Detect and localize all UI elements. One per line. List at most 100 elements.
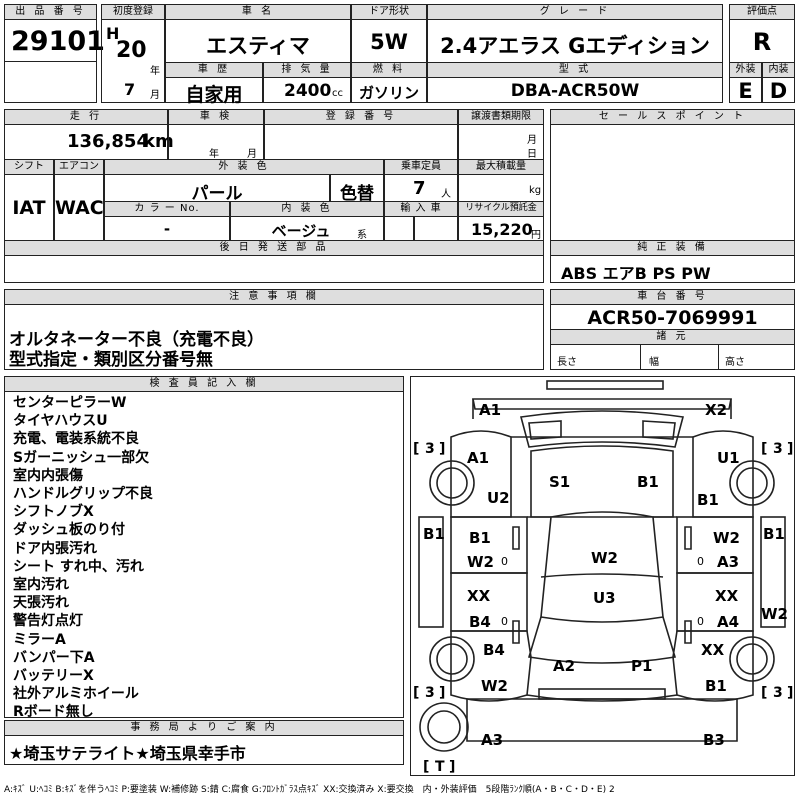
score-cell: R [729, 19, 795, 63]
tire-mark-fr: 3 [773, 441, 783, 457]
score-value: R [752, 28, 772, 56]
inspector-note-line: シフトノブX [13, 504, 94, 521]
recycle-label: リサイクル預託金 [458, 201, 544, 217]
lot-no-value: 29101 [11, 26, 105, 57]
caution-line-2: 型式指定・類別区分番号無 [9, 350, 213, 370]
grade-value: 2.4アエラス Gエディション [440, 34, 710, 58]
hood-panel [530, 445, 674, 518]
dims-height: 高さ [725, 357, 745, 368]
fuel-cell: ガソリン [351, 77, 427, 103]
interior-color-value: ベージュ [271, 222, 331, 240]
model-code-cell: DBA-ACR50W [427, 77, 723, 103]
mark-door2-left-a: XX [467, 587, 491, 605]
door-value: 5W [370, 30, 408, 54]
svg-text:]: ] [439, 685, 445, 701]
deadline-day-unit: 日 [527, 149, 537, 160]
left-rear-panel [450, 630, 532, 702]
interior-grade-value: D [769, 79, 788, 103]
inspector-note-line: ハンドルグリップ不良 [13, 486, 153, 502]
windshield-shape [519, 410, 685, 448]
lot-no-label: 出 品 番 号 [4, 4, 97, 20]
shift-label: シフト [4, 159, 54, 175]
color-code-cell: - [104, 216, 230, 241]
tire-mark-rl: 3 [425, 685, 435, 701]
inspector-note-line: 警告灯点灯 [13, 613, 83, 630]
caution-label: 注 意 事 項 欄 [4, 289, 544, 305]
inspection-year-unit: 年 [209, 149, 219, 160]
inspector-note-line: ドア内張汚れ [13, 540, 97, 557]
exterior-color-label: 外 装 色 [104, 159, 384, 175]
tire-mark-spare: T [435, 759, 445, 775]
max-load-unit: kg [529, 185, 542, 196]
color-change-cell: 色替 [330, 174, 384, 204]
color-code-label: カ ラ ー No. [104, 201, 230, 217]
history-value: 自家用 [185, 84, 243, 106]
max-load-label: 最大積載量 [458, 159, 544, 175]
inspection-cell: 年 月 [168, 124, 264, 160]
mark-front-right: X2 [705, 401, 727, 419]
recycle-value: 15,220 [471, 220, 533, 239]
door-label: ドア形状 [351, 4, 427, 20]
car-name-label: 車 名 [165, 4, 351, 20]
left-front-panel [450, 430, 512, 518]
deadline-month-unit: 月 [527, 135, 537, 146]
mark-fender-right: U1 [717, 449, 740, 467]
mark-fender-left: A1 [467, 449, 489, 467]
model-code-value: DBA-ACR50W [510, 81, 640, 101]
delivery-cell [4, 255, 544, 283]
equipment-cell: ABS エアB PS PW [550, 255, 795, 283]
displacement-unit: cc [332, 88, 343, 99]
recycle-unit: 円 [531, 230, 541, 241]
inspector-note-line: 室内汚れ [13, 577, 69, 593]
tire-mark-fl: 3 [425, 441, 435, 457]
tire-mark-fl-open: [ [413, 441, 419, 457]
inspector-note-line: タイヤハウスU [13, 413, 108, 430]
max-load-cell: kg [458, 174, 544, 202]
office-text: ★埼玉サテライト★埼玉県幸手市 [9, 744, 246, 763]
mark-front-left: A1 [479, 401, 501, 419]
mark-center: U3 [593, 589, 616, 607]
mark-hood: S1 [549, 473, 570, 491]
mark-rear-right-b: B1 [705, 677, 727, 695]
mileage-unit: km [143, 131, 174, 152]
legend-text: A:ｷｽﾞ U:ﾍｺﾐ B:ｷｽﾞを伴うﾍｺﾐ P:要塗装 W:補修跡 S:錆 … [4, 785, 615, 795]
displacement-value: 2400 [284, 81, 332, 101]
mark-rear-corner-left: A3 [481, 731, 503, 749]
mark-door1-right-a: W2 [713, 529, 740, 547]
sales-point-label: セ ー ル ス ポ イ ン ト [550, 109, 795, 125]
mark-pillar-left: U2 [487, 489, 510, 507]
rear-bumper-shape [538, 688, 666, 700]
aircon-label: エアコン [54, 159, 104, 175]
import-cell-a [384, 216, 414, 241]
inspector-note-line: 充電、電装系統不良 [13, 431, 139, 448]
office-label: 事 務 局 よ り ご 案 内 [4, 720, 404, 736]
color-code-value: - [163, 220, 171, 238]
deadline-label: 譲渡書類期限 [458, 109, 544, 125]
svg-text:]: ] [439, 441, 445, 457]
svg-text:[: [ [413, 685, 419, 701]
grade-label: グ レ ー ド [427, 4, 723, 20]
caution-line-1: オルタネーター不良（充電不良） [9, 330, 264, 350]
mark-pillar-right: B1 [697, 491, 719, 509]
inspection-month-unit: 月 [247, 149, 257, 160]
inspector-note-line: 天張汚れ [13, 595, 69, 612]
capacity-cell: 7 人 [384, 174, 458, 202]
tire-mark-rr: 3 [773, 685, 783, 701]
mark-mirror-left-2: 0 [501, 615, 508, 628]
mileage-label: 走 行 [4, 109, 168, 125]
exterior-color-value: パール [191, 184, 243, 204]
import-label: 輸 入 車 [384, 201, 458, 217]
first-reg-label: 初度登録 [101, 4, 165, 20]
inspector-note-line: 室内内張傷 [13, 467, 83, 484]
svg-text:[: [ [423, 759, 429, 775]
chassis-label: 車 台 番 号 [550, 289, 795, 305]
car-name-cell: エスティマ [165, 19, 351, 63]
mark-tail-right: P1 [631, 657, 652, 675]
color-change-value: 色替 [340, 184, 374, 204]
fuel-label: 燃 料 [351, 62, 427, 78]
inspector-note-line: Sガーニッシュ一部欠 [13, 449, 150, 466]
inspector-note-line: 社外アルミホイール [13, 686, 139, 703]
exterior-color-cell: パール [104, 174, 330, 204]
inspector-note-line: センターピラーW [13, 395, 127, 411]
rear-edge-shape [466, 698, 738, 742]
